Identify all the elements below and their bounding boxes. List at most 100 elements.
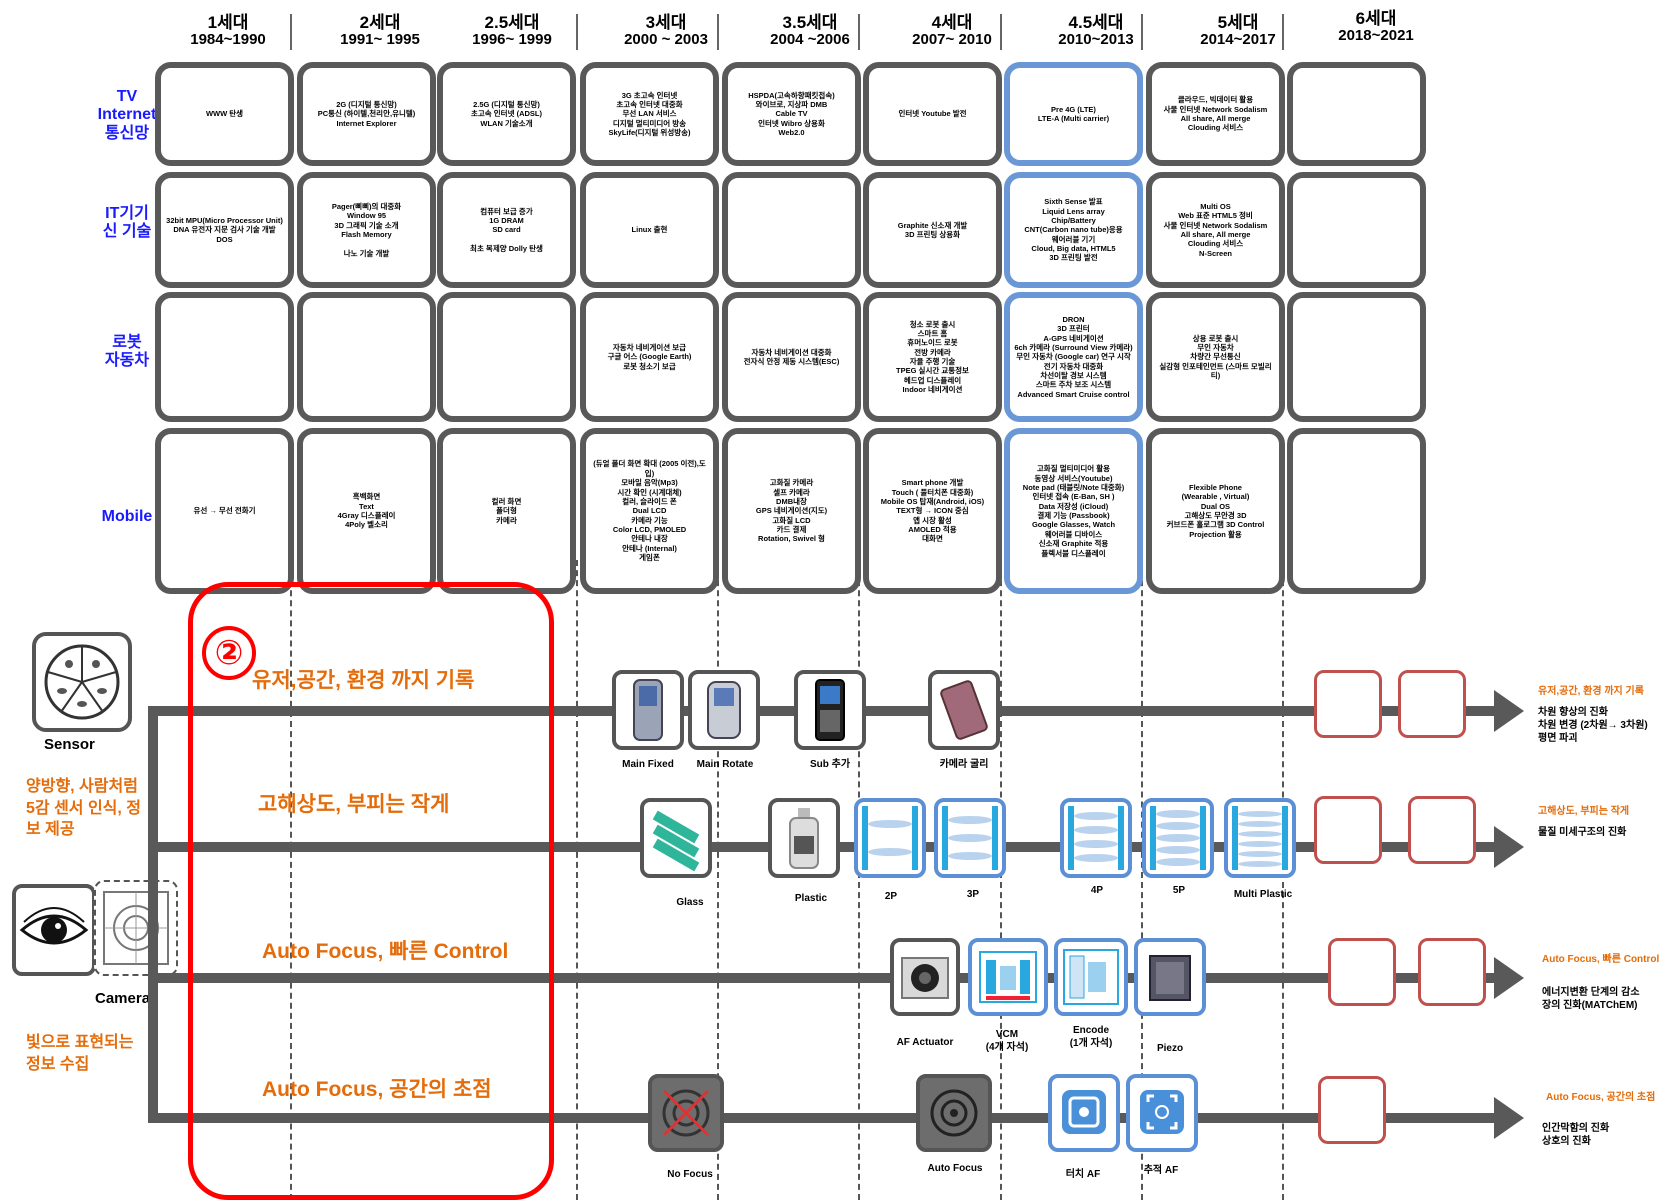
cell-it: Graphite 신소재 개발 3D 프린팅 상용화 <box>863 172 1002 288</box>
trunk-line <box>148 706 158 1120</box>
cell-tv: 2G (디지털 통신망) PC통신 (하이텔,천리안,유니텔) Internet… <box>297 62 436 166</box>
eye-icon <box>12 884 96 976</box>
cell-it <box>722 172 861 288</box>
cell-robot: 자동차 네비게이션 보급 구글 어스 (Google Earth) 로봇 청소기… <box>580 292 719 422</box>
caption-vcm: VCM (4개 자석) <box>985 1029 1029 1053</box>
lens-4p-icon <box>1060 798 1132 878</box>
encode-diagram-icon <box>1054 938 1128 1016</box>
auto-focus-icon <box>916 1074 992 1152</box>
cell-it: Linux 출현 <box>580 172 719 288</box>
future-box <box>1314 670 1382 738</box>
cell-tv: 2.5G (디지털 통신망) 초고속 인터넷 (ADSL) WLAN 기술소개 <box>437 62 576 166</box>
right-title-2: 고해상도, 부피는 작게 <box>1538 806 1630 817</box>
track-arrow-3 <box>1494 957 1524 999</box>
cell-it: Pager(삐삐)의 대중화 Window 95 3D 그래픽 기술 소개 Fl… <box>297 172 436 288</box>
generation-years: 2014~2017 <box>1200 30 1276 48</box>
sub-phone-image <box>794 670 866 750</box>
cell-it: Sixth Sense 발표 Liquid Lens array Chip/Ba… <box>1004 172 1143 288</box>
cell-mobile: 흑백화면 Text 4Gray 디스플레이 4Poly 벨소리 <box>297 428 436 594</box>
af-actuator-image <box>890 938 960 1016</box>
dashed-separator <box>1000 560 1002 1200</box>
future-box <box>1418 938 1486 1006</box>
separator <box>290 14 292 50</box>
separator <box>576 14 578 50</box>
separator <box>1000 14 1002 50</box>
caption-encode: Encode (1개 자석) <box>1069 1025 1113 1049</box>
dashed-separator <box>858 560 860 1200</box>
right-desc-2: 물질 미세구조의 진화 <box>1538 827 1627 838</box>
cell-robot: 자동차 네비게이션 대중화 전자식 안정 제동 시스템(ESC) <box>722 292 861 422</box>
track-title-2: 고해상도, 부피는 작게 <box>258 793 450 816</box>
cell-robot: DRON 3D 프린터 A-GPS 네비게이션 6ch 카메라 (Surroun… <box>1004 292 1143 422</box>
dashed-separator <box>717 560 719 1200</box>
cell-robot <box>155 292 294 422</box>
generation-years: 2007~ 2010 <box>912 30 992 48</box>
track-arrow-1 <box>1494 690 1524 732</box>
caption-plastic: Plastic <box>794 893 828 904</box>
caption-af-actuator: AF Actuator <box>896 1037 954 1048</box>
cell-tv: 3G 초고속 인터넷 초고속 인터넷 대중화 무선 LAN 서비스 디지털 멀티… <box>580 62 719 166</box>
caption-glass: Glass <box>676 897 704 908</box>
cell-tv: Pre 4G (LTE) LTE-A (Multi carrier) <box>1004 62 1143 166</box>
sensor-label: Sensor <box>44 736 95 753</box>
track-line-4 <box>148 1113 1498 1123</box>
piezo-image <box>1134 938 1206 1016</box>
lens-multi-plastic-icon <box>1224 798 1296 878</box>
dashed-separator <box>1141 560 1143 1200</box>
cell-tv: WWW 탄생 <box>155 62 294 166</box>
track-title-1: 유저,공간, 환경 까지 기록 <box>252 669 475 692</box>
cell-tv: 클라우드, 빅데이터 활용 사물 인터넷 Network Sodalism Al… <box>1146 62 1285 166</box>
dashed-separator <box>290 560 292 1200</box>
future-box <box>1328 938 1396 1006</box>
separator <box>717 14 719 50</box>
caption-no-focus: No Focus <box>667 1169 713 1180</box>
track-title-4: Auto Focus, 공간의 초점 <box>262 1078 492 1101</box>
right-title-4: Auto Focus, 공간의 초점 <box>1546 1092 1656 1103</box>
main-rotate-phone-image <box>688 670 760 750</box>
generation-name: 5세대 <box>1217 13 1259 32</box>
track-line-3 <box>148 973 1498 983</box>
cell-robot <box>1287 292 1426 422</box>
cell-mobile: 컬러 화면 폴더형 카메라 <box>437 428 576 594</box>
lens-3p-icon <box>934 798 1006 878</box>
touch-af-icon <box>1048 1074 1120 1152</box>
cell-tv <box>1287 62 1426 166</box>
lens-2p-icon <box>854 798 926 878</box>
caption-tracking-af: 추적 AF <box>1143 1165 1179 1176</box>
generation-years: 1996~ 1999 <box>472 30 552 48</box>
caption-2p: 2P <box>884 891 898 902</box>
generation-name: 4세대 <box>931 13 973 32</box>
cell-robot: 상용 로봇 출시 무인 자동차 차량간 무선통신 실감형 인포테인먼트 (스마트… <box>1146 292 1285 422</box>
no-focus-icon <box>648 1074 724 1152</box>
cell-mobile: (듀얼 폴더 화면 확대 (2005 이전),도입) 모바일 음악(Mp3) 시… <box>580 428 719 594</box>
cell-it: Multi OS Web 표준 HTML5 정비 사물 인터넷 Network … <box>1146 172 1285 288</box>
cell-robot: 청소 로봇 출시 스마트 홈 휴머노이드 로봇 전방 카메라 자율 주행 기술 … <box>863 292 1002 422</box>
cell-mobile: 고화질 멀티미디어 활용 동영상 서비스(Youtube) Note pad (… <box>1004 428 1143 594</box>
tracking-af-icon <box>1126 1074 1198 1152</box>
cell-mobile: 유선 → 무선 전화기 <box>155 428 294 594</box>
separator <box>858 14 860 50</box>
caption-piezo: Piezo <box>1156 1043 1184 1054</box>
caption-4p: 4P <box>1090 885 1104 896</box>
cell-robot <box>437 292 576 422</box>
track-title-3: Auto Focus, 빠른 Control <box>262 940 509 963</box>
caption-multi-plastic: Multi Plastic <box>1233 889 1293 900</box>
cell-mobile <box>1287 428 1426 594</box>
generation-years: 2004 ~2006 <box>770 30 850 48</box>
caption-main-fixed: Main Fixed <box>622 759 674 770</box>
future-box <box>1408 796 1476 864</box>
separator <box>1141 14 1143 50</box>
cell-it <box>1287 172 1426 288</box>
glass-lens-image <box>640 798 712 878</box>
generation-years: 1991~ 1995 <box>340 30 420 48</box>
generation-name: 2.5세대 <box>484 13 540 32</box>
